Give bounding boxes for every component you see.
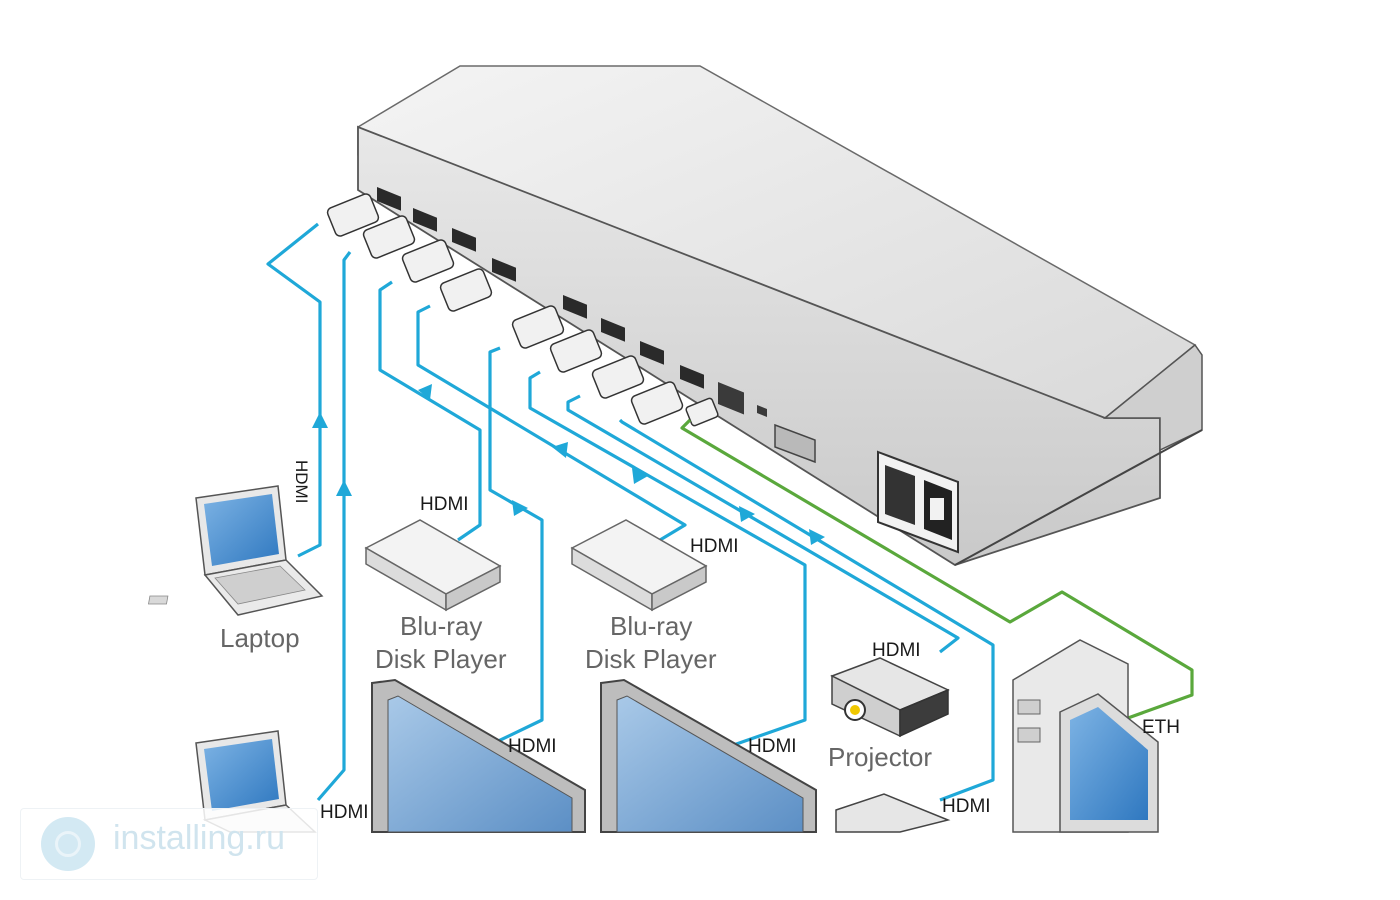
output-ports [563, 295, 704, 389]
label-projector: Projector [828, 742, 932, 772]
label-hdmi-laptop-2: HDMI [320, 802, 369, 823]
label-hdmi-bluray-1: HDMI [420, 494, 469, 515]
matrix-switcher [326, 65, 1203, 566]
projector-2 [835, 793, 951, 833]
label-bluray-2-line2: Disk Player [585, 644, 717, 674]
cable-projector-2 [618, 418, 995, 802]
cable-display-2 [528, 370, 807, 750]
label-bluray-1-line2: Disk Player [375, 644, 507, 674]
rs232-port [774, 423, 816, 464]
label-hdmi-bluray-2: HDMI [690, 536, 739, 557]
input-ports [377, 186, 516, 282]
power-socket [877, 450, 959, 554]
display-1 [371, 678, 586, 833]
signal-arrows [312, 384, 825, 545]
hdmi-cables [266, 222, 995, 802]
display-2 [600, 678, 817, 833]
label-hdmi-projector-1: HDMI [872, 640, 921, 661]
label-hdmi-display-1: HDMI [508, 736, 557, 757]
cable-laptop-2 [316, 251, 352, 802]
projector-1 [830, 657, 950, 738]
cable-bluray-2 [416, 304, 687, 542]
label-hdmi-vertical: HDMI [292, 460, 311, 503]
watermark-logo-icon [41, 817, 95, 871]
cable-projector-1 [566, 394, 960, 654]
diagram-labels: HDMI Laptop HDMI Blu-ray Disk Player HDM… [220, 460, 1180, 823]
watermark: installing.ru [20, 808, 318, 880]
label-bluray-1-line1: Blu-ray [400, 611, 482, 641]
label-bluray-2-line1: Blu-ray [610, 611, 692, 641]
cable-display-1 [488, 346, 544, 747]
bluray-player-1 [364, 519, 502, 612]
bluray-player-2 [570, 519, 708, 612]
label-eth: ETH [1142, 717, 1180, 738]
ethernet-port [718, 381, 744, 415]
hdmi-plugs [326, 193, 719, 427]
laptop-1 [148, 485, 324, 616]
label-hdmi-display-2: HDMI [748, 736, 797, 757]
label-hdmi-projector-2: HDMI [942, 796, 991, 817]
cable-eth [680, 418, 1194, 720]
cable-laptop-1 [266, 222, 322, 558]
pc-workstation [1012, 639, 1159, 833]
watermark-text: installing.ru [113, 819, 285, 857]
label-laptop: Laptop [220, 623, 300, 653]
usb-port [757, 404, 767, 418]
